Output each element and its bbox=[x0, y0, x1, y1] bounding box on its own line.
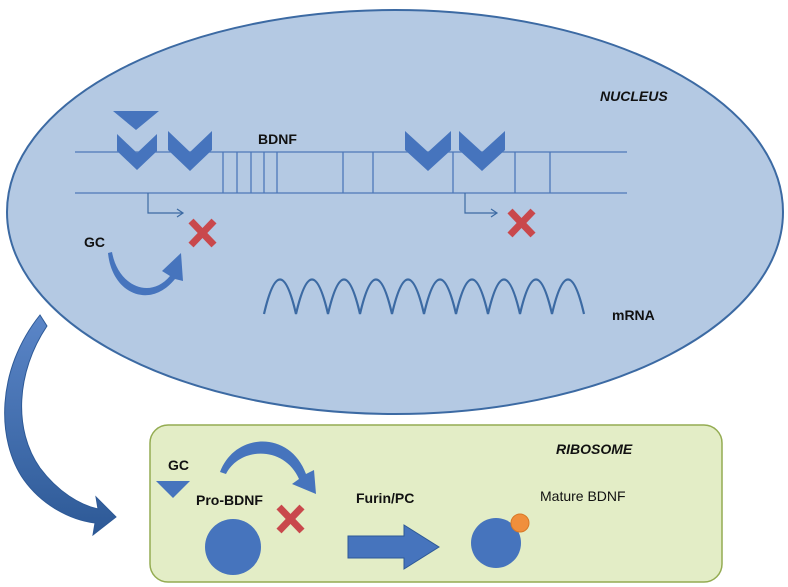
blocked-x-icon bbox=[507, 208, 536, 238]
mrna-wave bbox=[262, 278, 586, 315]
inhibition-curved-arrow-icon bbox=[220, 441, 316, 494]
gc-label: GC bbox=[168, 457, 189, 473]
ribosome-label: RIBOSOME bbox=[556, 441, 633, 457]
mature-bdnf-dot bbox=[510, 513, 530, 533]
chevron-element-3 bbox=[405, 131, 451, 171]
mature-bdnf-circle bbox=[471, 518, 521, 568]
export-arrow-icon bbox=[4, 314, 117, 537]
enzyme-label: Furin/PC bbox=[356, 490, 414, 506]
cleavage-arrow-icon bbox=[347, 524, 440, 570]
transcription-start-arrow-2 bbox=[464, 193, 499, 218]
blocked-x-icon bbox=[188, 218, 217, 248]
nucleus-ellipse bbox=[6, 9, 784, 415]
gc-label: GC bbox=[84, 234, 105, 250]
gc-curved-arrow-icon bbox=[108, 252, 183, 296]
product-label: Mature BDNF bbox=[540, 488, 626, 504]
chevron-element-4 bbox=[459, 131, 505, 171]
chevron-element-1 bbox=[117, 134, 157, 170]
gc-receptor-triangle bbox=[113, 111, 159, 130]
gc-receptor-triangle bbox=[156, 481, 190, 498]
nucleus-label: NUCLEUS bbox=[600, 88, 668, 104]
pro-bdnf-circle bbox=[205, 519, 261, 575]
dna-strand bbox=[75, 151, 627, 194]
transcription-start-arrow-1 bbox=[147, 193, 185, 218]
precursor-label: Pro-BDNF bbox=[196, 492, 263, 508]
blocked-x-icon bbox=[276, 504, 305, 534]
gene-label: BDNF bbox=[258, 131, 297, 147]
mrna-label: mRNA bbox=[612, 307, 655, 323]
chevron-element-2 bbox=[168, 131, 212, 171]
